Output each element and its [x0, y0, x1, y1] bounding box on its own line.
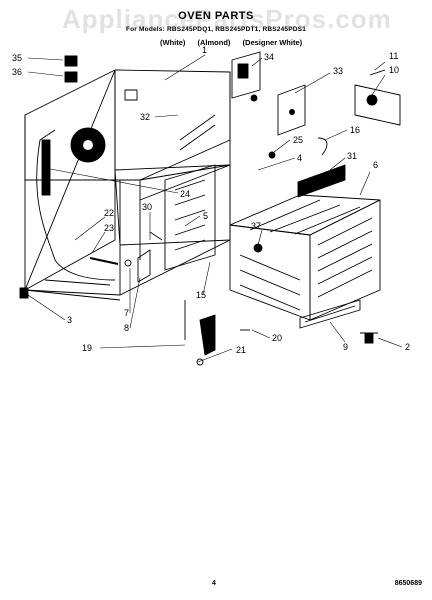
callout-21: 21: [236, 345, 246, 355]
callout-20: 20: [272, 333, 282, 343]
leveling-legs: [19, 287, 378, 344]
bake-element: [299, 299, 361, 329]
callout-32: 32: [140, 112, 150, 122]
callout-2: 2: [405, 342, 410, 352]
callout-9: 9: [343, 342, 348, 352]
callout-3: 3: [67, 315, 72, 325]
switch-assembly: [354, 69, 401, 126]
callout-19: 19: [82, 343, 92, 353]
frame-outer-wrapper: [24, 69, 231, 301]
callout-35: 35: [12, 53, 22, 63]
document-code: 8650689: [394, 580, 422, 587]
callout-8: 8: [124, 323, 129, 333]
callout-1: 1: [202, 45, 207, 55]
callout-37: 37: [251, 221, 261, 231]
callout-25: 25: [293, 135, 303, 145]
callout-36: 36: [12, 67, 22, 77]
callout-15: 15: [196, 290, 206, 300]
variant-almond: (Almond): [197, 38, 231, 47]
color-variants: (White) (Almond) (Designer White): [160, 38, 312, 47]
model-numbers: For Models: RBS245PDQ1, RBS245PDT1, RBS2…: [125, 26, 307, 33]
leader-lines: [27, 54, 403, 363]
callout-34: 34: [264, 52, 274, 62]
callout-4: 4: [297, 153, 302, 163]
callout-16: 16: [350, 125, 360, 135]
front-frame: [164, 164, 216, 271]
oven-liner: [229, 194, 381, 321]
callout-30: 30: [142, 202, 152, 212]
wiring-harness: [36, 139, 116, 281]
callout-5: 5: [203, 211, 208, 221]
sensor-bracket: [277, 84, 306, 136]
callout-31: 31: [347, 151, 357, 161]
callout-numbers: 1 34 11 35 36 10 33 32 25 16 31 4 6 24 3…: [12, 45, 410, 355]
page-number: 4: [212, 580, 216, 587]
door-latch-assembly: [184, 300, 250, 366]
page-title: OVEN PARTS: [178, 10, 254, 22]
callout-23: 23: [104, 223, 114, 233]
broil-element: [297, 164, 346, 198]
control-bracket: [231, 51, 261, 102]
small-hardware: [89, 137, 328, 283]
callout-7: 7: [124, 308, 129, 318]
callout-11: 11: [389, 51, 398, 61]
callout-6: 6: [373, 160, 378, 170]
callout-24: 24: [180, 189, 190, 199]
variant-designer-white: (Designer White): [242, 38, 303, 47]
callout-33: 33: [333, 66, 343, 76]
terminal-blocks: [64, 55, 78, 83]
watermark: AppliancePartsPros.com: [62, 4, 392, 34]
callout-10: 10: [389, 65, 399, 75]
callout-22: 22: [104, 208, 114, 218]
variant-white: (White): [160, 38, 186, 47]
